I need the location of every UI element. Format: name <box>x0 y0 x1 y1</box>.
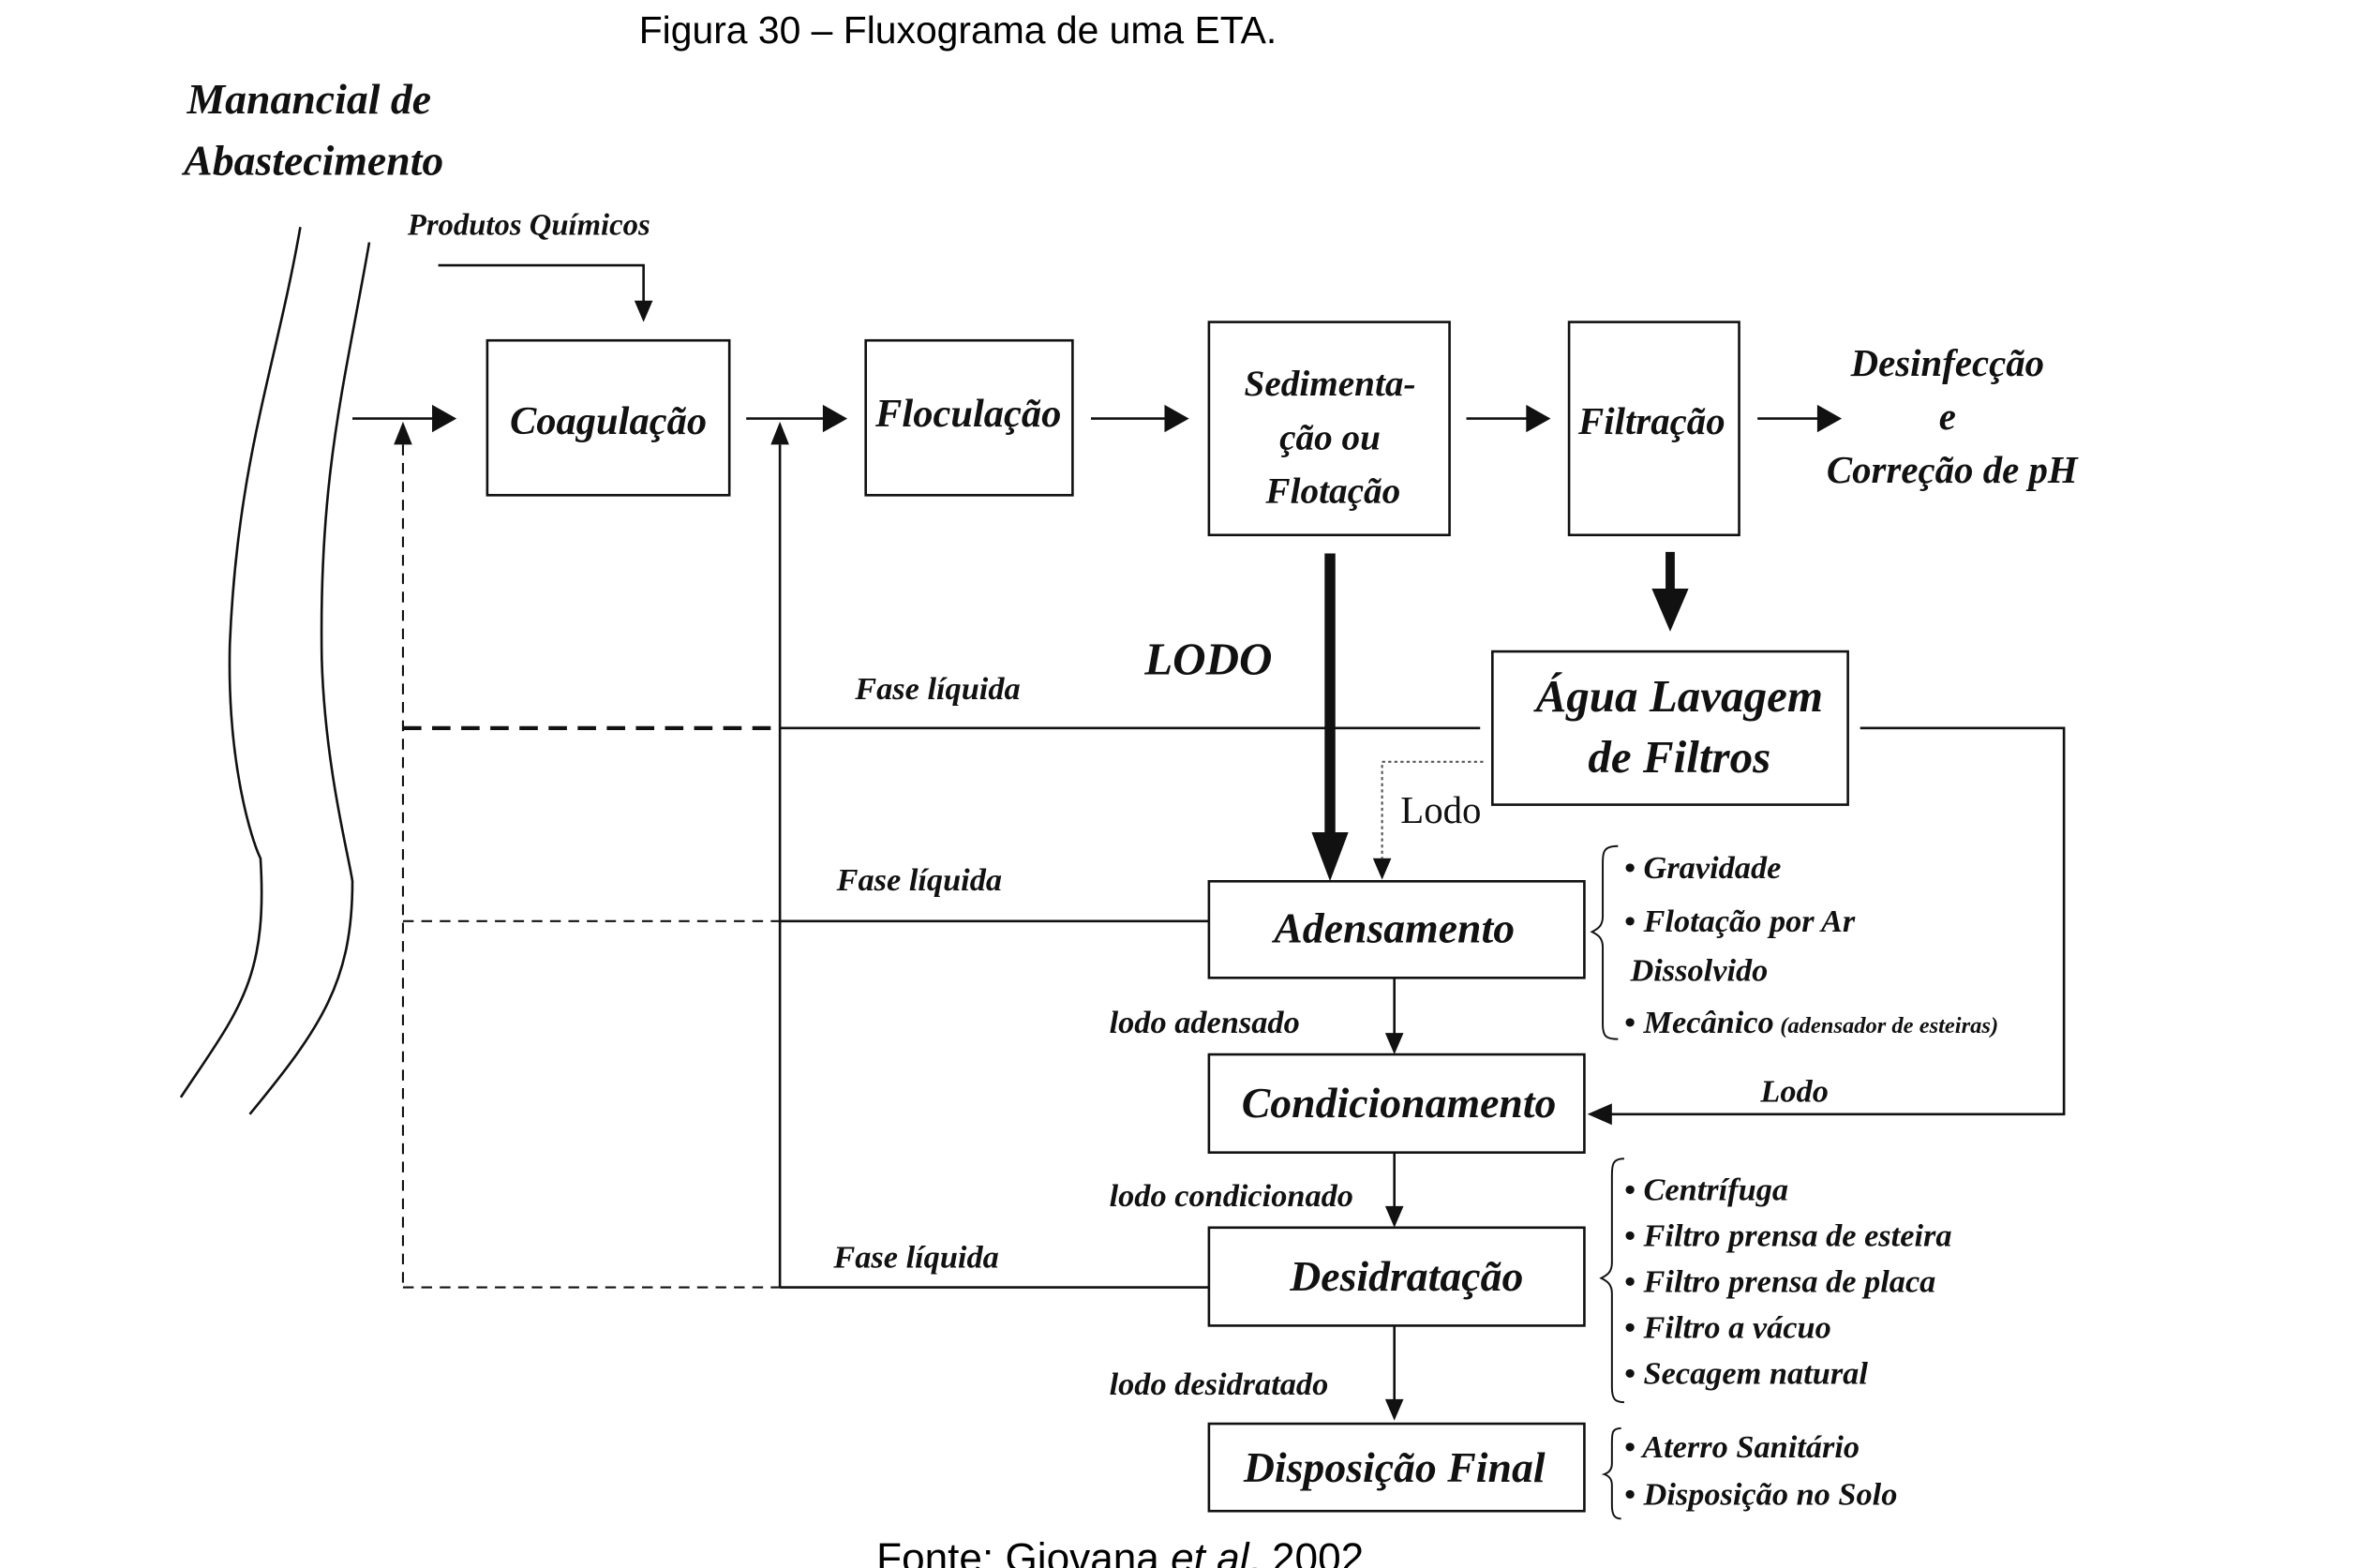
disposicao-final-box <box>1207 1422 1586 1513</box>
coag-to-floc-arrowhead <box>822 404 848 433</box>
lodo-right-label: Lodo <box>1759 1074 1828 1110</box>
return-dashed-arrowhead <box>394 421 412 445</box>
lodo-adensado-label: lodo adensado <box>1110 1005 1300 1040</box>
source-caption: Fonte: Giovana et al, 2002 <box>876 1536 1364 1568</box>
disposicao-final-label: Disposição Final <box>1243 1443 1546 1491</box>
adensamento-method-2: • Flotação por Ar <box>1624 903 1856 939</box>
sedimentacao-box <box>1207 321 1451 537</box>
desidratacao-method-1: • Centrífuga <box>1624 1172 1788 1207</box>
adensamento-brace <box>1590 844 1619 1040</box>
floculacao-label: Floculação <box>874 392 1061 436</box>
sedimentacao-label-1: Sedimenta- <box>1245 364 1416 404</box>
agua-lavagem-label-2: de Filtros <box>1588 731 1770 783</box>
lodo-desidratado-label: lodo desidratado <box>1110 1366 1329 1402</box>
desidratacao-box <box>1207 1226 1586 1327</box>
adensamento-method-4-main: • Mecânico <box>1624 1005 1774 1040</box>
source-italic: et al <box>1171 1536 1250 1568</box>
source-suffix: , 2002 <box>1249 1536 1365 1568</box>
lodo-small-label: Lodo <box>1400 789 1481 831</box>
produtos-quimicos-line <box>438 263 645 304</box>
disposicao-brace <box>1601 1426 1621 1520</box>
sedimentacao-label-2: ção ou <box>1279 417 1381 457</box>
return-solid-arrowhead <box>770 421 789 445</box>
produtos-quimicos-label: Produtos Químicos <box>407 208 650 242</box>
desinfeccao-label-1: Desinfecção <box>1850 342 2045 384</box>
desinfeccao-label-2: e <box>1939 396 1956 438</box>
sedimentacao-label-3: Flotação <box>1264 471 1400 512</box>
agua-lavagem-label-1: Água Lavagem <box>1533 670 1823 722</box>
lodo-return-arrowhead <box>1587 1103 1612 1126</box>
river-bank-left <box>179 227 302 1098</box>
filtracao-box <box>1567 321 1740 537</box>
adensamento-method-4: • Mecânico(adensador de esteiras) <box>1624 1005 1998 1040</box>
agua-lavagem-box <box>1491 650 1849 806</box>
desidratacao-label: Desidratação <box>1289 1252 1523 1300</box>
manancial-label-2: Abastecimento <box>181 137 443 185</box>
floculacao-box <box>864 338 1074 497</box>
aden-to-cond-arrowhead <box>1384 1033 1404 1055</box>
filt-down-arrowhead <box>1651 589 1689 632</box>
cond-to-desid-arrowhead <box>1384 1205 1404 1228</box>
sed-to-filt-arrowhead <box>1526 404 1551 433</box>
coagulacao-box <box>485 338 731 497</box>
lodo-return-line <box>1608 726 2066 1116</box>
figure-title: Figura 30 – Fluxograma de uma ETA. <box>639 8 1277 52</box>
filt-to-desinf-arrowhead <box>1816 404 1843 433</box>
adensamento-method-4-note: (adensador de esteiras) <box>1780 1013 1998 1038</box>
desidratacao-method-3: • Filtro prensa de placa <box>1624 1263 1935 1299</box>
adensamento-method-3: Dissolvido <box>1629 953 1768 989</box>
produtos-quimicos-arrowhead <box>634 300 653 322</box>
desidratacao-method-2: • Filtro prensa de esteira <box>1624 1217 1952 1253</box>
inflow-arrowhead <box>432 404 457 433</box>
lodo-dotted-line <box>1381 760 1484 859</box>
fase-liquida-1-label: Fase líquida <box>854 671 1020 707</box>
adensamento-box <box>1207 880 1586 979</box>
condicionamento-box <box>1207 1053 1586 1154</box>
lodo-dotted-arrowhead <box>1372 858 1392 880</box>
coagulacao-label: Coagulação <box>510 399 707 443</box>
fase-liquida-2-label: Fase líquida <box>836 862 1002 898</box>
lodo-big-label: LODO <box>1143 634 1272 685</box>
desid-to-disp-arrowhead <box>1384 1398 1404 1421</box>
manancial-label-1: Manancial de <box>186 75 431 123</box>
desidratacao-method-4: • Filtro a vácuo <box>1624 1309 1831 1345</box>
desidratacao-brace <box>1599 1157 1624 1404</box>
source-prefix: Fonte: Giovana <box>876 1536 1171 1568</box>
disposicao-method-2: • Disposição no Solo <box>1624 1477 1897 1513</box>
fase-liquida-3-label: Fase líquida <box>832 1239 998 1275</box>
lodo-thick-arrowhead <box>1311 831 1349 882</box>
desidratacao-method-5: • Secagem natural <box>1624 1356 1868 1392</box>
desinfeccao-label-3: Correção de pH <box>1827 449 2079 491</box>
adensamento-label: Adensamento <box>1271 904 1515 952</box>
lodo-condicionado-label: lodo condicionado <box>1110 1178 1353 1214</box>
river-bank-right <box>248 242 371 1115</box>
disposicao-method-1: • Aterro Sanitário <box>1624 1429 1860 1465</box>
filtracao-label: Filtração <box>1577 400 1725 442</box>
floc-to-sed-arrowhead <box>1164 404 1189 433</box>
condicionamento-label: Condicionamento <box>1242 1079 1557 1127</box>
adensamento-method-1: • Gravidade <box>1624 850 1781 886</box>
